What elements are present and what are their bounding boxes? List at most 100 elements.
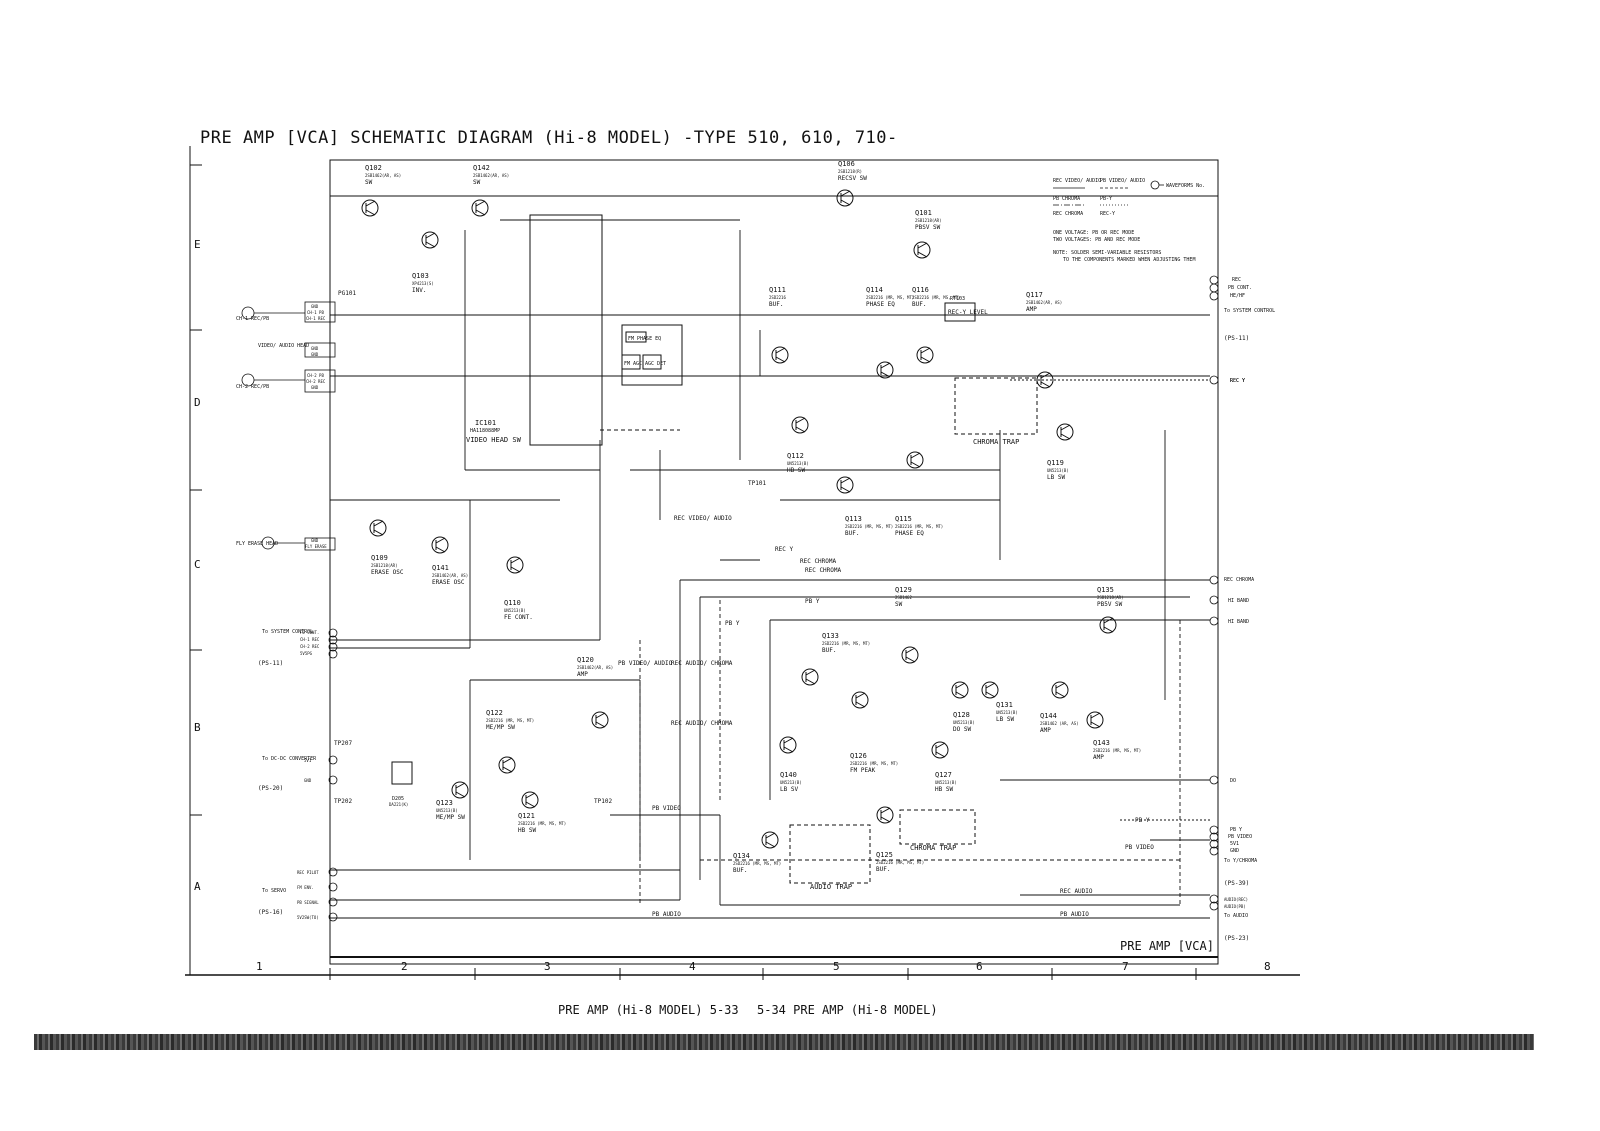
col-label-6: 6 xyxy=(976,960,983,973)
chroma-trap-label: CHROMA TRAP xyxy=(973,438,1019,446)
right-sysctl-label: To SYSTEM CONTROL xyxy=(1224,308,1275,314)
transistor-part: UN5213(B) xyxy=(953,720,975,725)
agc-det-label: AGC DET xyxy=(645,361,666,367)
transistor-emitter xyxy=(935,751,946,758)
chroma-trap2-label: CHROMA TRAP xyxy=(910,844,956,852)
transistor-symbol xyxy=(761,831,779,849)
col-label-3: 3 xyxy=(544,960,551,973)
transistor-fn: FM PEAK xyxy=(850,767,876,774)
transistor-part: 2SB1218(AR) xyxy=(371,563,398,568)
transistor-emitter xyxy=(435,546,446,553)
footer-right: 5-34 PRE AMP (Hi-8 MODEL) xyxy=(757,1003,938,1017)
head-pin-gnd-1: GND xyxy=(311,346,319,351)
transistor-part: UN5213(B) xyxy=(935,780,957,785)
transistor-collector xyxy=(1055,682,1066,689)
tp102-label: TP102 xyxy=(594,798,612,805)
transistor-ref: Q115 xyxy=(895,515,912,523)
transistor-symbol xyxy=(851,691,869,709)
transistor-emitter xyxy=(373,529,384,536)
transistor-symbol xyxy=(521,791,539,809)
ic101-body xyxy=(529,214,603,446)
transistor-ref: Q117 xyxy=(1026,291,1043,299)
right-pin-pby: PB Y xyxy=(1230,827,1242,833)
transistor-ref: Q113 xyxy=(845,515,862,523)
transistor-symbol xyxy=(801,668,819,686)
dcdc-pin-5v1: 5V1 xyxy=(304,758,312,763)
fm-agc-label: FM AGC xyxy=(624,361,642,367)
transistor-fn: PBSV SW xyxy=(915,224,941,231)
transistor-collector xyxy=(425,232,436,239)
sysctl-pin-4: 5V5PG xyxy=(300,651,313,656)
transistor-fn: AMP xyxy=(1093,754,1104,761)
row-label-a: A xyxy=(194,880,201,893)
right-audio-pin-rec: AUDIO(REC) xyxy=(1224,897,1248,902)
signal-rec-chroma: REC CHROMA xyxy=(800,558,837,565)
fly-pin-erase: FLY ERASE xyxy=(305,544,327,549)
d205-part: DA221(K) xyxy=(389,802,408,807)
dashed-signal-paths xyxy=(600,379,1210,905)
transistor-collector xyxy=(955,682,966,689)
transistor-fn: HB SW xyxy=(935,786,953,793)
transistor-collector xyxy=(373,520,384,527)
right-pin-pbcont: PB CONT. xyxy=(1228,285,1252,291)
transistor-part: UN5213(B) xyxy=(436,808,458,813)
transistor-symbol xyxy=(906,451,924,469)
transistor-part: 2SB1462(AR, AS) xyxy=(432,573,468,578)
sysctl-left-label: To SYSTEM CONTROL xyxy=(262,629,313,635)
transistor-ref: Q101 xyxy=(915,209,932,217)
signal-pb-video-audio: PB VIDEO/ AUDIO xyxy=(618,660,673,667)
transistor-fn: ME/MP SW xyxy=(486,724,515,731)
signal-rec-chroma-2: REC CHROMA xyxy=(805,567,842,574)
col-label-7: 7 xyxy=(1122,960,1129,973)
head-pin-gnd-2: GND xyxy=(311,352,319,357)
transistor-collector xyxy=(435,537,446,544)
transistor-fn: AMP xyxy=(1040,727,1051,734)
dcdc-pin-gnd: GND xyxy=(304,778,312,783)
transistor-ref: Q110 xyxy=(504,599,521,607)
transistor-emitter xyxy=(502,766,513,773)
legend-pb-video: PB VIDEO/ AUDIO xyxy=(1100,178,1145,184)
transistor-symbol xyxy=(931,741,949,759)
transistor-collector xyxy=(840,190,851,197)
transistor-symbol xyxy=(471,199,489,217)
transistor-fn: RECSV SW xyxy=(838,175,867,182)
transistor-ref: Q131 xyxy=(996,701,1013,709)
transistor-emitter xyxy=(905,656,916,663)
ch2-pin-rec: CH-2 REC xyxy=(306,379,326,384)
transistor-collector xyxy=(935,742,946,749)
transistor-ref: Q125 xyxy=(876,851,893,859)
sysctl-pin-1: FE CONT. xyxy=(300,630,319,635)
transistor-symbol xyxy=(876,361,894,379)
transistor-emitter xyxy=(1055,691,1066,698)
d205-box xyxy=(391,761,413,785)
ch2-pin-pb: CH-2 PB xyxy=(307,373,324,378)
signal-pb-y: PB Y xyxy=(805,598,820,605)
transistor-collector xyxy=(795,417,806,424)
chroma-trap-block xyxy=(954,377,1038,435)
transistor-emitter xyxy=(805,678,816,685)
legend-note-1: ONE VOLTAGE: PB OR REC MODE xyxy=(1053,230,1134,236)
transistor-symbol xyxy=(1056,423,1074,441)
transistor-collector xyxy=(783,737,794,744)
dcdc-label: To DC-DC CONVERTER xyxy=(262,756,317,762)
transistor-collector xyxy=(855,692,866,699)
transistor-emitter xyxy=(475,209,486,216)
transistor-symbol xyxy=(916,346,934,364)
transistor-collector xyxy=(840,477,851,484)
transistor-symbol xyxy=(771,346,789,364)
transistor-part: 2SD2216 (MR, MS, MT) xyxy=(822,641,870,646)
